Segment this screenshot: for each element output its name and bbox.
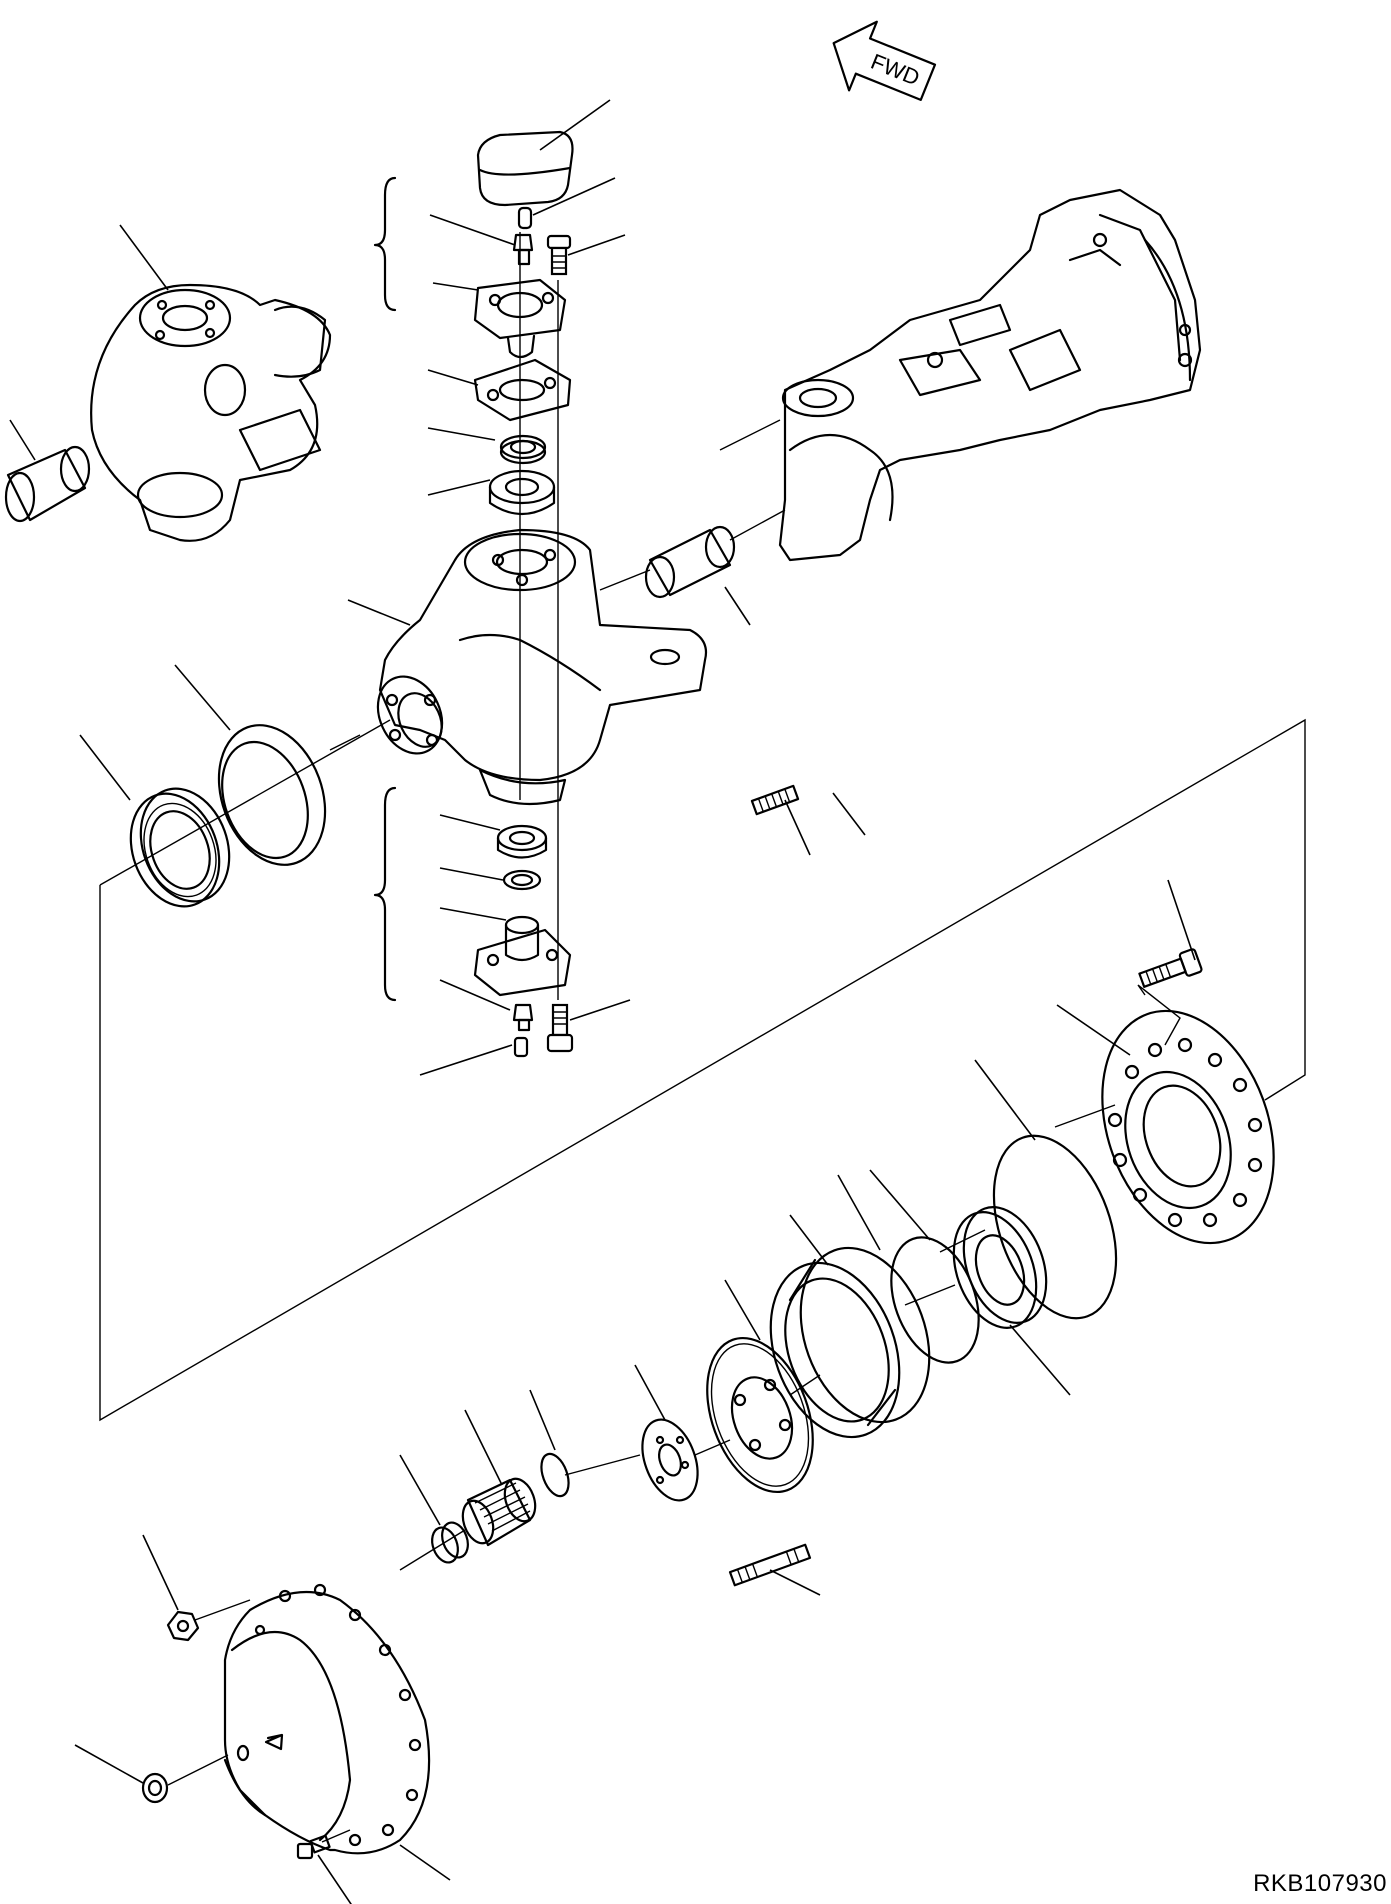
- leader-lines: [9, 99, 1196, 1904]
- dust-cap-lower: [513, 1036, 529, 1058]
- grease-fitting-upper: [512, 233, 534, 266]
- steering-knuckle: [376, 528, 708, 806]
- shim-plate: [473, 358, 572, 422]
- snap-ring: [890, 1236, 980, 1364]
- bearing-upper: [488, 469, 556, 515]
- drawing-code: RKB107930: [1253, 1870, 1387, 1897]
- bushing-right: [644, 525, 736, 599]
- pin-bushing-left: [4, 445, 91, 523]
- ring-gear: [769, 1246, 931, 1439]
- socket-screw: [296, 1834, 331, 1860]
- o-ring-large: [992, 1134, 1118, 1320]
- hub-bolt: [1138, 948, 1203, 988]
- nut: [166, 1610, 200, 1642]
- small-snap-ring: [540, 1452, 570, 1498]
- thrust-washer: [641, 1418, 699, 1502]
- wheel-bearing-inner: [129, 787, 231, 908]
- bolt-upper: [546, 234, 572, 276]
- dust-cap-upper: [517, 206, 533, 230]
- wheel-hub: [1101, 1009, 1275, 1245]
- fwd-arrow: FWD: [832, 20, 937, 102]
- trunnion-bracket: [90, 283, 332, 542]
- oil-seal-large: [217, 724, 327, 866]
- spacer-lower: [502, 869, 542, 891]
- upper-group-brace: [373, 176, 397, 312]
- wheel-bearing-outer: [952, 1206, 1048, 1329]
- axle-housing: [719, 188, 1202, 562]
- bolt-lower: [546, 1003, 574, 1053]
- sun-gear: [461, 1477, 537, 1547]
- assembly-guide-lines: [99, 232, 1306, 1843]
- lower-retainer: [473, 915, 572, 997]
- fwd-label: FWD: [867, 49, 923, 91]
- carrier-gear: [706, 1336, 814, 1494]
- cap: [476, 130, 574, 207]
- long-stud: [728, 1543, 812, 1587]
- grease-fitting-lower: [512, 1003, 534, 1032]
- seal-upper: [499, 434, 547, 465]
- drain-plug: [141, 1772, 169, 1804]
- seal-lower: [496, 824, 548, 859]
- stud-mid: [750, 784, 800, 816]
- lower-group-brace: [373, 786, 397, 1002]
- planetary-cover: [223, 1583, 431, 1855]
